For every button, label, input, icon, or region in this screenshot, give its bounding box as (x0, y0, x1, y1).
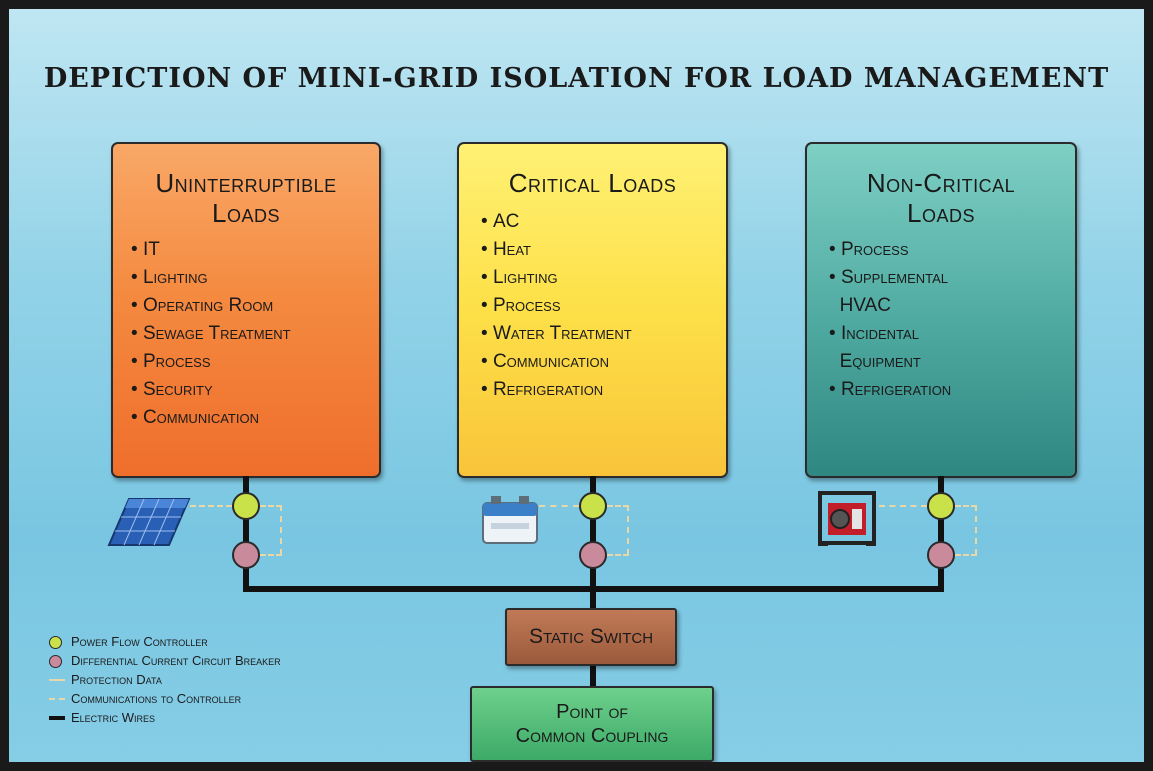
legend-wires-label: Electric Wires (71, 710, 156, 725)
communications-line (975, 505, 977, 555)
circuit-breaker-node (579, 541, 607, 569)
electric-wire-right (938, 476, 944, 592)
communications-line (260, 554, 282, 556)
list-item: Process (829, 236, 1075, 264)
list-item: Equipment (839, 351, 921, 372)
uninterruptible-loads-box: Uninterruptible Loads IT Lighting Operat… (111, 142, 381, 478)
legend-comms-symbol (49, 698, 65, 700)
legend-pfc-label: Power Flow Controller (71, 634, 208, 649)
list-item: Lighting (131, 264, 379, 292)
power-flow-controller-node (927, 492, 955, 520)
legend-protection-label: Protection Data (71, 672, 162, 687)
solar-panel-icon (107, 498, 191, 546)
electric-wire-pcc (590, 664, 596, 688)
list-item: Refrigeration (829, 376, 1075, 404)
communications-line (955, 554, 977, 556)
list-item: Supplemental (829, 264, 1075, 292)
static-switch-box: Static Switch (505, 608, 677, 666)
list-item: Operating Room (131, 292, 379, 320)
list-item: Process (481, 292, 726, 320)
legend-dccb-label: Differential Current Circuit Breaker (71, 653, 281, 668)
non-critical-heading-line1: Non-Critical (866, 168, 1016, 198)
critical-loads-box: Critical Loads AC Heat Lighting Process … (457, 142, 728, 478)
power-flow-controller-node (232, 492, 260, 520)
electric-wire-left (243, 476, 249, 592)
legend-wires-symbol (49, 716, 65, 720)
list-item: HVAC (839, 295, 891, 316)
diagram-title: DEPICTION OF MINI-GRID ISOLATION FOR LOA… (43, 63, 1110, 94)
battery-icon (482, 496, 538, 544)
protection-data-line (879, 505, 927, 507)
critical-heading: Critical Loads (508, 168, 677, 198)
protection-data-line (181, 505, 232, 507)
list-item: Refrigeration (481, 376, 726, 404)
non-critical-list: Process Supplemental HVAC Incidental Equ… (829, 236, 1075, 404)
list-item: Sewage Treatment (131, 320, 379, 348)
pcc-label-line1: Point of (556, 701, 628, 723)
list-item: Communication (481, 348, 726, 376)
power-flow-controller-node (579, 492, 607, 520)
pcc-label-line2: Common Coupling (515, 725, 669, 747)
list-item: Heat (481, 236, 726, 264)
uninterruptible-heading-line2: Loads (212, 198, 280, 228)
uninterruptible-heading-line1: Uninterruptible (155, 168, 337, 198)
communications-line (607, 505, 629, 507)
legend-dccb-symbol (49, 655, 62, 668)
legend-protection-symbol (49, 679, 65, 681)
list-item: Process (131, 348, 379, 376)
list-item: Water Treatment (481, 320, 726, 348)
list-item: Lighting (481, 264, 726, 292)
uninterruptible-list: IT Lighting Operating Room Sewage Treatm… (131, 236, 379, 432)
non-critical-loads-box: Non-Critical Loads Process Supplemental … (805, 142, 1077, 478)
legend-comms-label: Communications to Controller (71, 691, 242, 706)
list-item: Security (131, 376, 379, 404)
circuit-breaker-node (927, 541, 955, 569)
communications-line (627, 505, 629, 555)
generator-icon (818, 491, 876, 546)
non-critical-heading-line2: Loads (907, 198, 975, 228)
list-item: AC (481, 208, 726, 236)
communications-line (260, 505, 282, 507)
communications-line (607, 554, 629, 556)
list-item: Incidental (829, 320, 1075, 348)
list-item: IT (131, 236, 379, 264)
protection-data-line (539, 505, 579, 507)
communications-line (280, 505, 282, 555)
list-item: Communication (131, 404, 379, 432)
point-of-common-coupling-box: Point of Common Coupling (470, 686, 714, 762)
communications-line (955, 505, 977, 507)
electric-bus (243, 586, 944, 592)
critical-list: AC Heat Lighting Process Water Treatment… (481, 208, 726, 404)
circuit-breaker-node (232, 541, 260, 569)
legend-pfc-symbol (49, 636, 62, 649)
